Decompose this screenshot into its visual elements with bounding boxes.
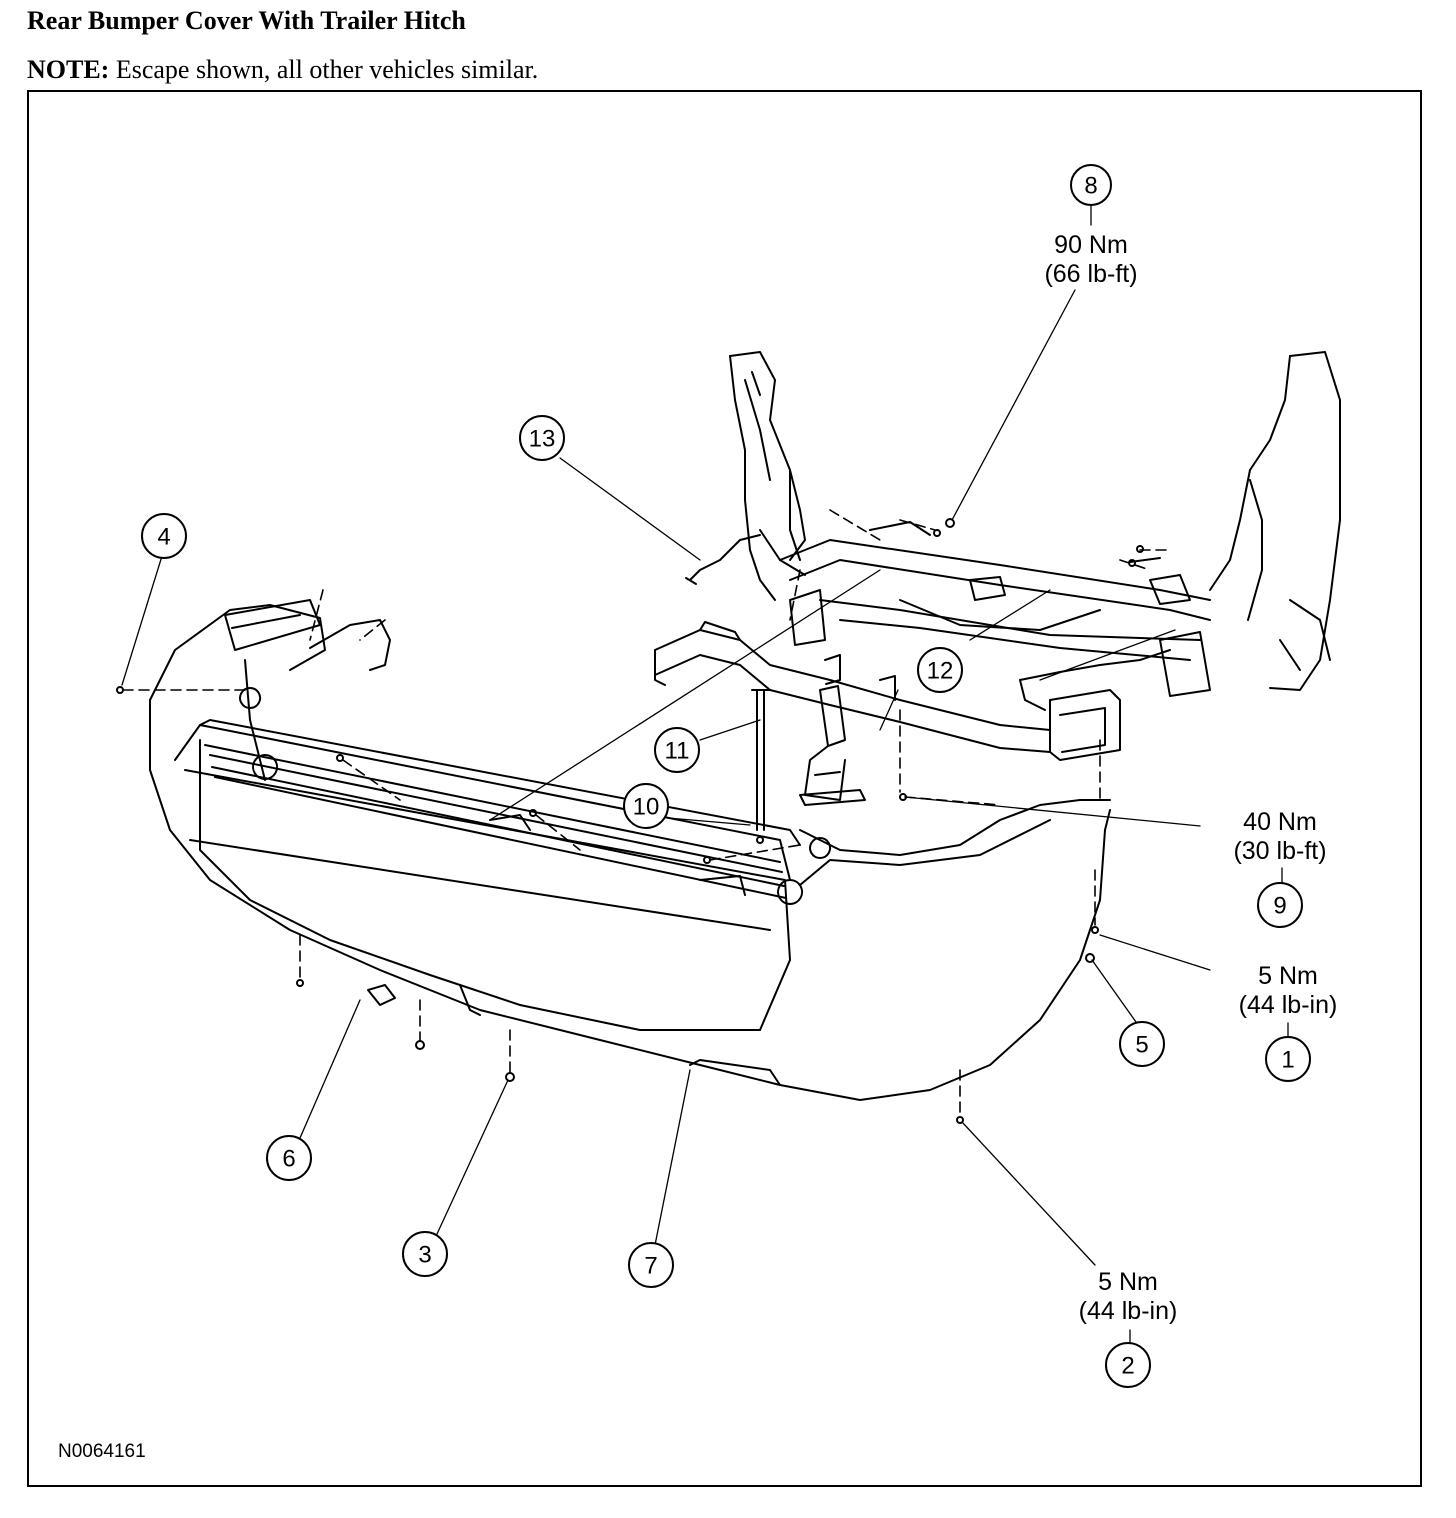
callout-number-7: 7 <box>644 1253 657 1280</box>
figure-frame <box>27 90 1422 1487</box>
callout-number-10: 10 <box>633 794 660 821</box>
callout-number-1: 1 <box>1281 1047 1294 1074</box>
torque-spec-8-metric: 90 Nm <box>1054 231 1128 259</box>
torque-spec-9-metric: 40 Nm <box>1243 808 1317 836</box>
callout-circle-1 <box>1265 1036 1311 1082</box>
rear-bumper-cover <box>149 599 1111 1101</box>
callout-number-9: 9 <box>1273 893 1286 920</box>
note-label: NOTE: <box>27 55 110 84</box>
callout-circle-3 <box>402 1231 448 1277</box>
torque-spec-8-imperial: (66 lb-ft) <box>1044 260 1137 288</box>
figure-id: N0064161 <box>58 1441 146 1462</box>
callout-number-13: 13 <box>529 426 556 453</box>
callout-circle-2 <box>1105 1342 1151 1388</box>
callout-number-3: 3 <box>418 1242 431 1269</box>
callout-number-4: 4 <box>157 524 170 551</box>
note-line: NOTE: Escape shown, all other vehicles s… <box>27 55 538 85</box>
callout-circles <box>141 164 1311 1388</box>
callout-circle-12 <box>917 647 963 693</box>
vehicle-rear-body-structure <box>729 351 1341 697</box>
torque-spec-2-imperial: (44 lb-in) <box>1079 1297 1178 1325</box>
torque-spec-1-metric: 5 Nm <box>1258 962 1318 990</box>
callout-circle-9 <box>1257 882 1303 928</box>
installation-paths <box>122 509 1171 1116</box>
page-title: Rear Bumper Cover With Trailer Hitch <box>27 6 466 35</box>
callout-circle-10 <box>623 783 669 829</box>
leader-lines <box>121 204 1289 1343</box>
wiring-harness <box>309 534 1171 711</box>
torque-spec-1-imperial: (44 lb-in) <box>1239 991 1338 1019</box>
callout-number-6: 6 <box>282 1146 295 1173</box>
callout-circle-11 <box>654 727 700 773</box>
callout-circle-8 <box>1070 164 1112 206</box>
callout-number-12: 12 <box>927 658 954 685</box>
torque-spec-9-imperial: (30 lb-ft) <box>1233 837 1326 865</box>
callout-number-11: 11 <box>665 738 690 765</box>
callout-number-5: 5 <box>1135 1032 1148 1059</box>
callout-circle-5 <box>1119 1021 1165 1067</box>
torque-spec-2-metric: 5 Nm <box>1098 1268 1158 1296</box>
trailer-hitch-receiver <box>654 621 1121 806</box>
callout-circle-7 <box>628 1242 674 1288</box>
callout-number-2: 2 <box>1121 1353 1134 1380</box>
callout-circle-13 <box>519 415 565 461</box>
callout-circle-4 <box>141 513 187 559</box>
callout-circle-6 <box>266 1135 312 1181</box>
callout-number-8: 8 <box>1084 173 1097 200</box>
note-text: Escape shown, all other vehicles similar… <box>109 55 539 84</box>
